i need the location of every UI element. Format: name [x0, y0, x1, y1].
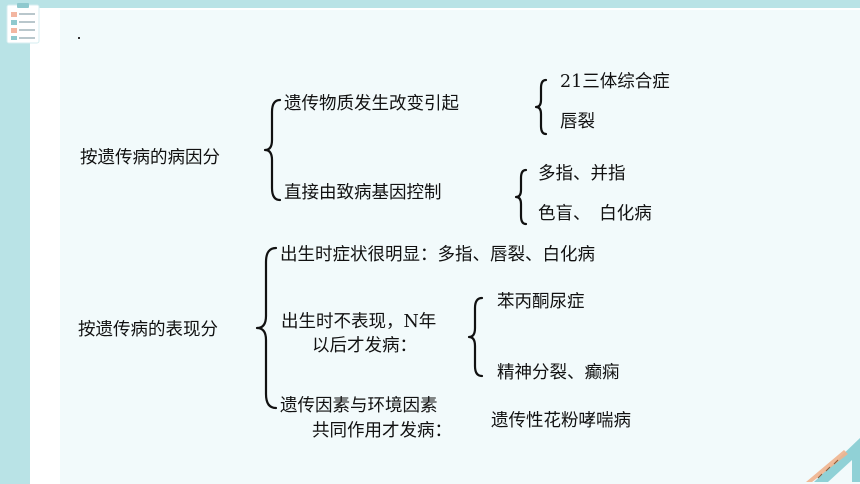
node-obvious-at-birth: 出生时症状很明显：多指、唇裂、白化病 — [280, 245, 595, 265]
brace-by-manifestation — [255, 246, 278, 410]
node-by-manifestation: 按遗传病的表现分 — [78, 320, 218, 340]
clipboard-icon — [6, 3, 40, 44]
node-pathogenic-gene: 直接由致病基因控制 — [284, 183, 442, 203]
example-polydactyly: 多指、并指 — [538, 164, 626, 184]
brace-genetic-material — [534, 78, 548, 136]
brace-pathogenic-gene — [514, 168, 528, 226]
example-pollen-asthma: 遗传性花粉哮喘病 — [491, 411, 631, 431]
example-color-blindness: 色盲、 白化病 — [538, 204, 652, 224]
example-schizophrenia: 精神分裂、癫痫 — [497, 363, 620, 383]
node-gene-environment-line2: 共同作用才发病： — [312, 421, 452, 441]
dot-marker — [78, 37, 80, 39]
node-gene-environment-line1: 遗传因素与环境因素 — [280, 396, 438, 416]
example-down-syndrome: 21三体综合症 — [560, 72, 670, 92]
example-cleft-lip: 唇裂 — [560, 112, 595, 132]
example-pku: 苯丙酮尿症 — [497, 292, 585, 312]
node-by-cause: 按遗传病的病因分 — [80, 148, 220, 168]
content-panel — [60, 10, 860, 484]
ruler-triangle-icon — [806, 438, 860, 482]
brace-by-cause — [263, 98, 282, 202]
node-later-onset-line2: 以后才发病： — [312, 336, 417, 356]
node-later-onset-line1: 出生时不表现，N年 — [281, 312, 437, 332]
node-genetic-material: 遗传物质发生改变引起 — [284, 94, 459, 114]
brace-later-onset — [467, 296, 484, 378]
